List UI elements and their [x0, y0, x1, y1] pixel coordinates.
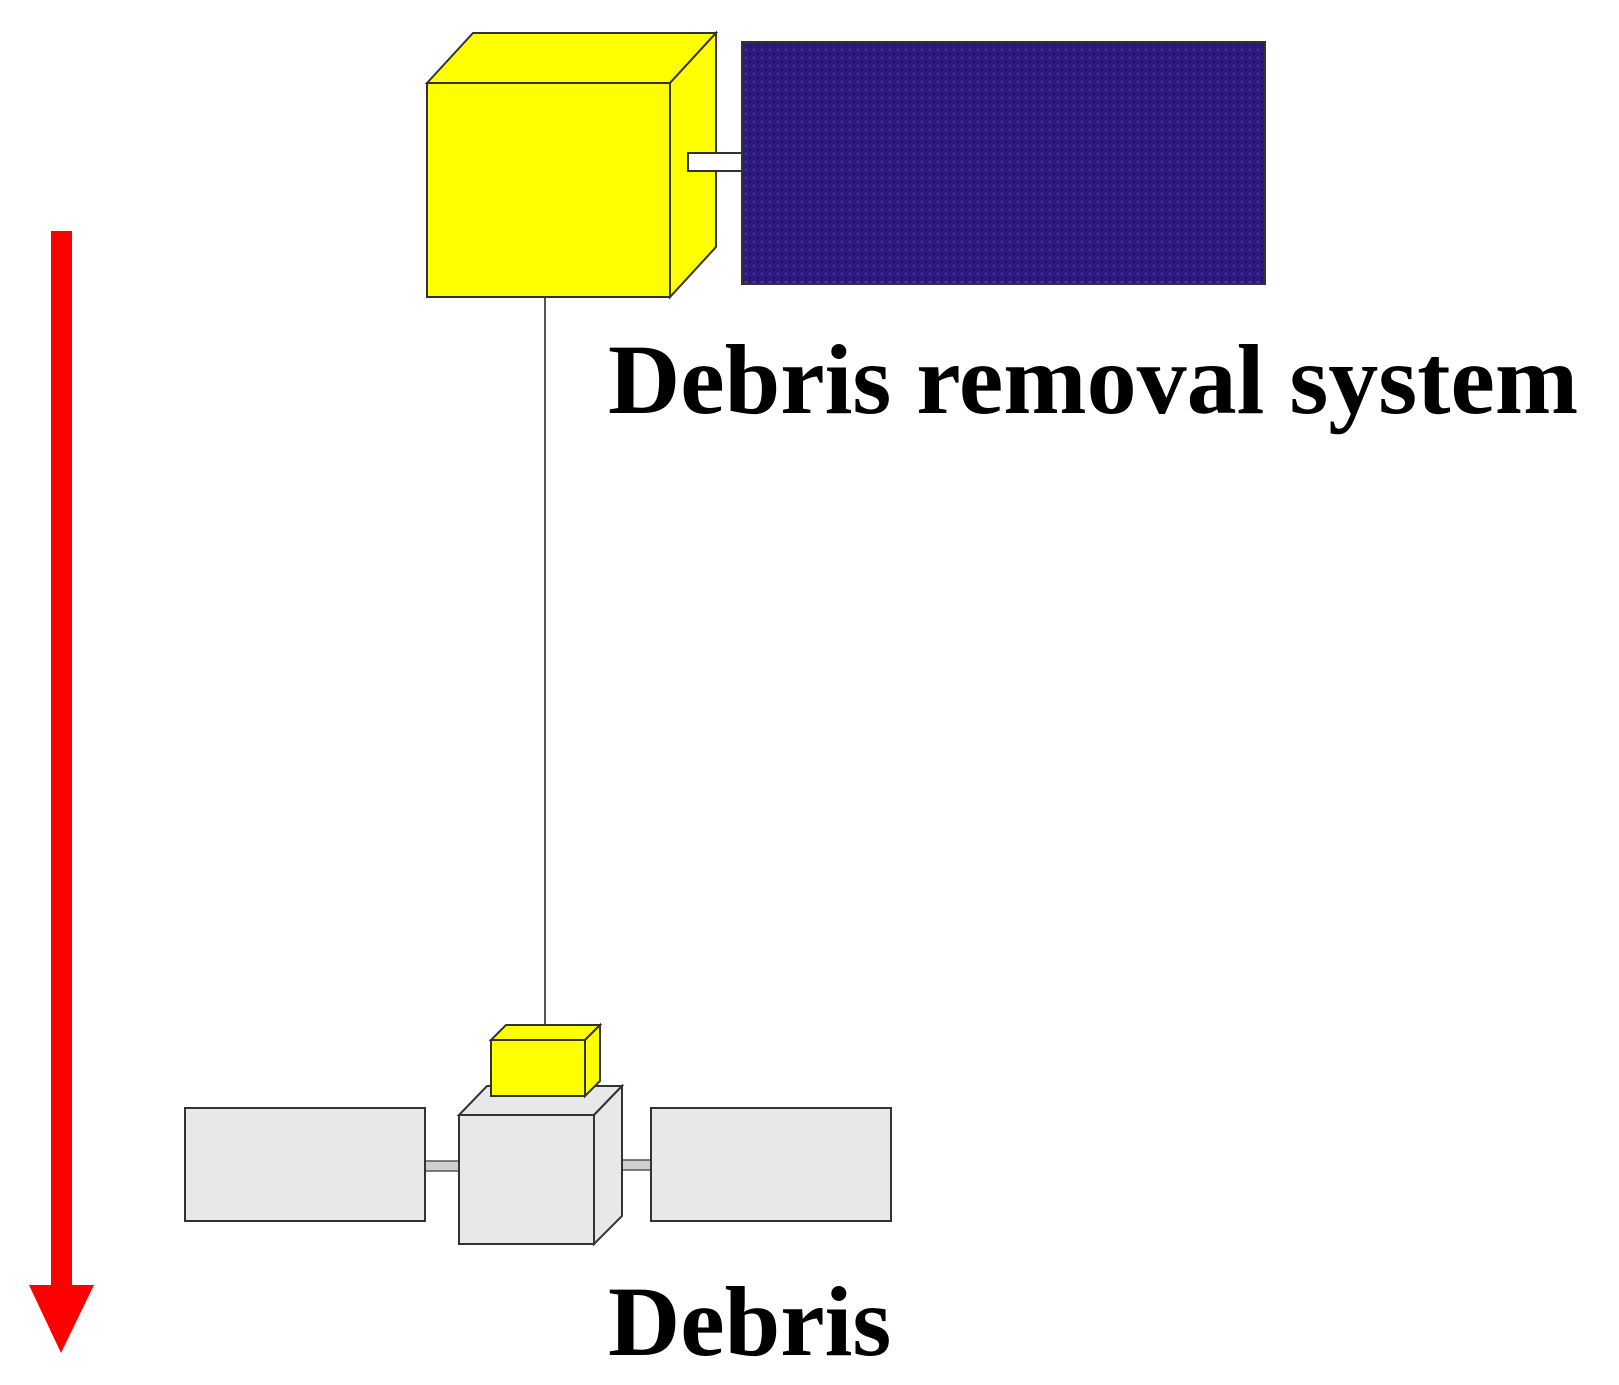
debris-left-connector: [422, 1160, 460, 1172]
arrow-shaft: [51, 231, 72, 1291]
removal-panel-connector: [687, 152, 743, 172]
solar-panel: [741, 41, 1266, 285]
direction-arrow: [29, 231, 94, 1353]
debris-label: Debris: [608, 1266, 892, 1377]
removal-system-spacecraft: [424, 30, 1266, 300]
capture-cube-front: [490, 1039, 586, 1097]
capture-cube-top: [488, 1024, 603, 1041]
debris-left-panel: [184, 1107, 426, 1222]
capture-device: [488, 1022, 603, 1099]
debris-satellite: [184, 1083, 892, 1247]
debris-body-front: [458, 1114, 595, 1245]
removal-system-label: Debris removal system: [608, 324, 1579, 435]
arrow-head: [29, 1285, 94, 1353]
debris-right-panel: [650, 1107, 892, 1222]
removal-cube-top: [424, 32, 719, 84]
removal-cube-front: [426, 82, 671, 298]
debris-body-side: [593, 1083, 623, 1247]
